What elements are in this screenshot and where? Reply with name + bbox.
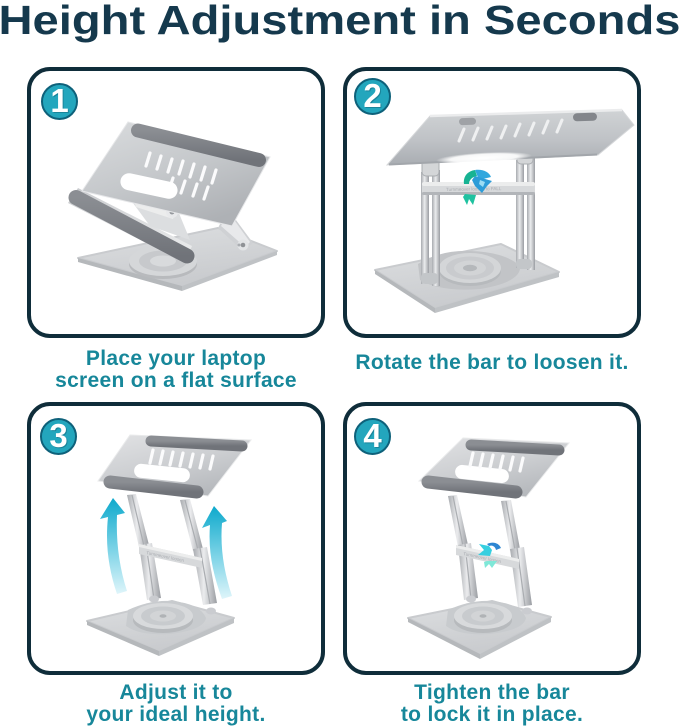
svg-text:Turnmeover loosen to FALL: Turnmeover loosen to FALL [446, 186, 502, 192]
